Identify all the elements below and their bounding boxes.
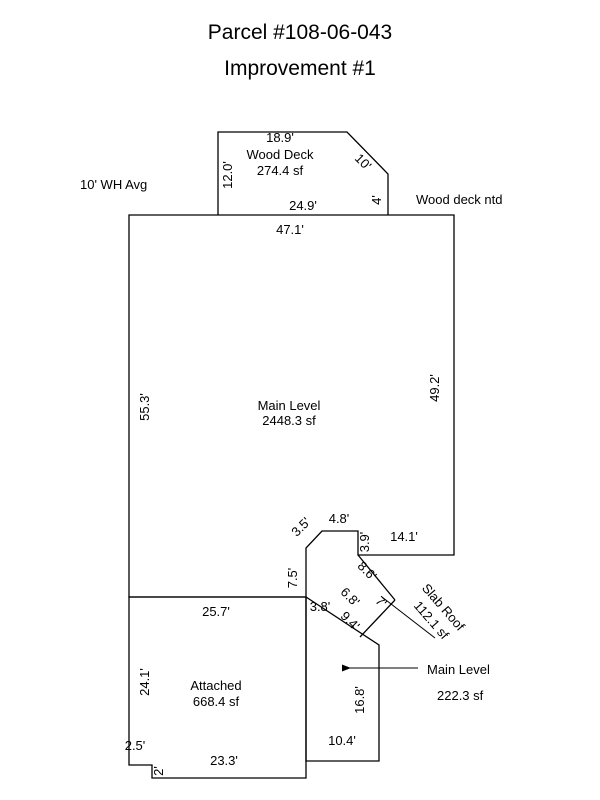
dimension-label: 47.1'	[276, 222, 304, 237]
dimension-label: 2.5'	[125, 738, 146, 753]
dimension-label: 14.1'	[390, 529, 418, 544]
dimension-label: 24.1'	[137, 668, 152, 696]
main-level-outline	[128, 214, 455, 762]
attached-outline	[128, 596, 307, 779]
wood-deck-label: Wood Deck	[247, 147, 314, 162]
wall-height-note: 10' WH Avg	[80, 177, 147, 192]
wood-deck-area: 274.4 sf	[257, 163, 304, 178]
wood-deck-outline	[217, 131, 389, 215]
dimension-label: 7.5'	[285, 568, 300, 589]
dimension-label: 10.4'	[328, 733, 356, 748]
dimension-label: 16.8'	[352, 686, 367, 714]
dimension-label: 23.3'	[210, 753, 238, 768]
improvement-title: Improvement #1	[224, 57, 376, 80]
main-level-area: 2448.3 sf	[262, 413, 316, 428]
slab-roof-leader	[381, 596, 436, 639]
dimension-label: 8.6'	[355, 558, 380, 583]
slab-roof-line	[357, 554, 396, 601]
dimension-label: 2'	[151, 766, 166, 776]
dimension-label: 18.9'	[266, 130, 294, 145]
dimension-label: 10'	[352, 151, 375, 174]
main-level-label: Main Level	[258, 398, 321, 413]
dimension-label: 4.8'	[329, 511, 350, 526]
deck-note: Wood deck ntd	[416, 192, 502, 207]
dimension-label: 49.2'	[427, 374, 442, 402]
dimension-label: 3.5'	[288, 514, 313, 539]
slab-roof-line	[359, 599, 396, 638]
dimension-label: 55.3'	[137, 393, 152, 421]
dimension-label: 3.8'	[310, 599, 331, 614]
dimension-label: 9.4'	[338, 608, 363, 633]
dimension-label: 3.9'	[357, 532, 372, 553]
attached-label: Attached	[190, 678, 241, 693]
attached-area: 668.4 sf	[193, 694, 240, 709]
dimension-label: 12.0'	[220, 161, 235, 189]
parcel-title: Parcel #108-06-043	[207, 21, 393, 44]
dimension-label: 4'	[369, 195, 384, 205]
dimension-label: 24.9'	[289, 198, 317, 213]
dimension-label: 6.8'	[338, 584, 363, 609]
main-level-callout-label: Main Level	[427, 662, 490, 677]
dimension-label: 25.7'	[202, 604, 230, 619]
main-level-callout-area: 222.3 sf	[437, 688, 484, 703]
